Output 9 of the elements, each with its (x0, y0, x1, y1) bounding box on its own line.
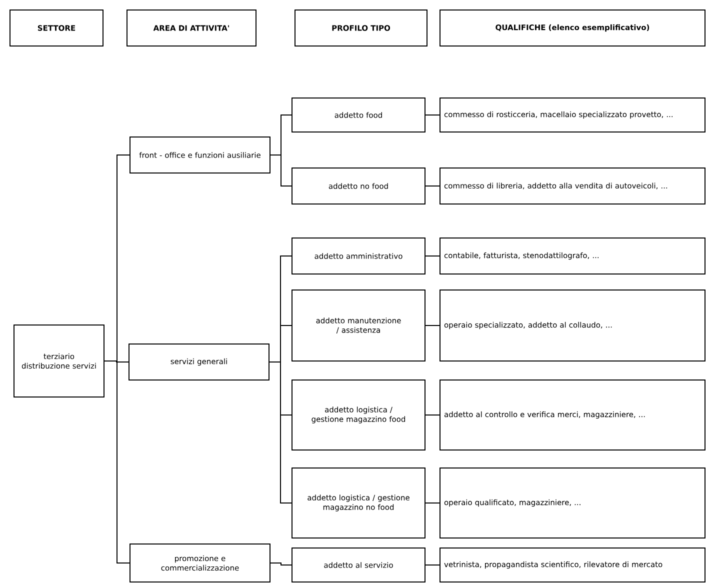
connector-line (104, 360, 130, 564)
connector-line (269, 362, 292, 504)
connector-line (425, 325, 440, 326)
connector-line (425, 114, 440, 116)
connector-line (425, 564, 440, 566)
connector-line (270, 562, 292, 566)
connector-line (270, 154, 292, 186)
connector-line (425, 502, 440, 504)
connector-line (425, 414, 440, 416)
